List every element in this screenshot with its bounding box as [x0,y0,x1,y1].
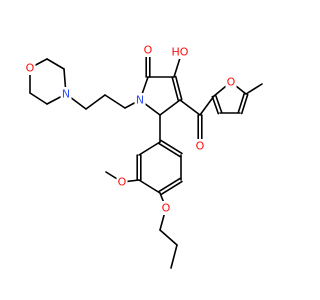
propoxy-o-atom: O [160,201,172,215]
morpholine-o-label: O [26,62,35,75]
ketone-o-label: O [196,140,205,153]
single-bond-line [138,179,161,194]
single-bond-line [199,95,215,116]
methoxy-o-label: O [118,176,127,189]
hydroxy-ho-label: HO [172,46,189,59]
ketone-o-atom: O [194,139,206,153]
double-bond-line [237,92,246,114]
double-bond-line [211,95,220,115]
atom-labels: O N N O HO O O O O [24,43,237,215]
double-bond-line [160,180,183,196]
double-bond-line [158,177,181,193]
lactam-carbonyl-o-label: O [144,44,153,57]
atom-label-background [116,175,128,189]
atom-label-background [160,201,172,215]
single-bond-line [159,99,181,116]
morpholine-n-atom: N [60,87,72,101]
single-bond-line [159,229,178,246]
atom-label-background [142,43,154,57]
single-bond-line [138,141,161,156]
chemical-structure-diagram: O N N O HO O O O O [24,43,263,269]
double-bond-line [160,139,183,155]
atom-label-background [60,87,72,101]
double-bond-line [171,76,180,102]
double-bond-line [158,142,181,158]
single-bond-line [245,83,263,95]
hydroxy-ho-atom: HO [171,45,189,59]
double-bond-line [174,75,183,101]
single-bond-line [85,94,106,110]
single-bond-line [173,57,181,78]
lactam-n-atom: N [134,93,146,107]
atom-label-background [24,61,36,75]
methoxy-o-atom: O [116,175,128,189]
single-bond-line [46,58,65,70]
bond-lines [29,49,263,269]
atom-label-background [194,139,206,153]
morpholine-o-atom: O [24,61,36,75]
double-bond-line [240,93,249,115]
atom-label-background [171,45,189,59]
propoxy-o-label: O [162,202,171,215]
morpholine-n-label: N [62,88,70,101]
lactam-n-label: N [136,94,144,107]
furan-o-label: O [227,76,236,89]
single-bond-line [179,99,201,116]
single-bond-line [170,244,178,269]
single-bond-line [29,92,48,105]
atom-label-background [225,75,237,89]
double-bond-line [214,94,223,114]
single-bond-line [104,94,126,109]
lactam-carbonyl-o-atom: O [142,43,154,57]
furan-o-atom: O [225,75,237,89]
atom-label-background [134,93,146,107]
